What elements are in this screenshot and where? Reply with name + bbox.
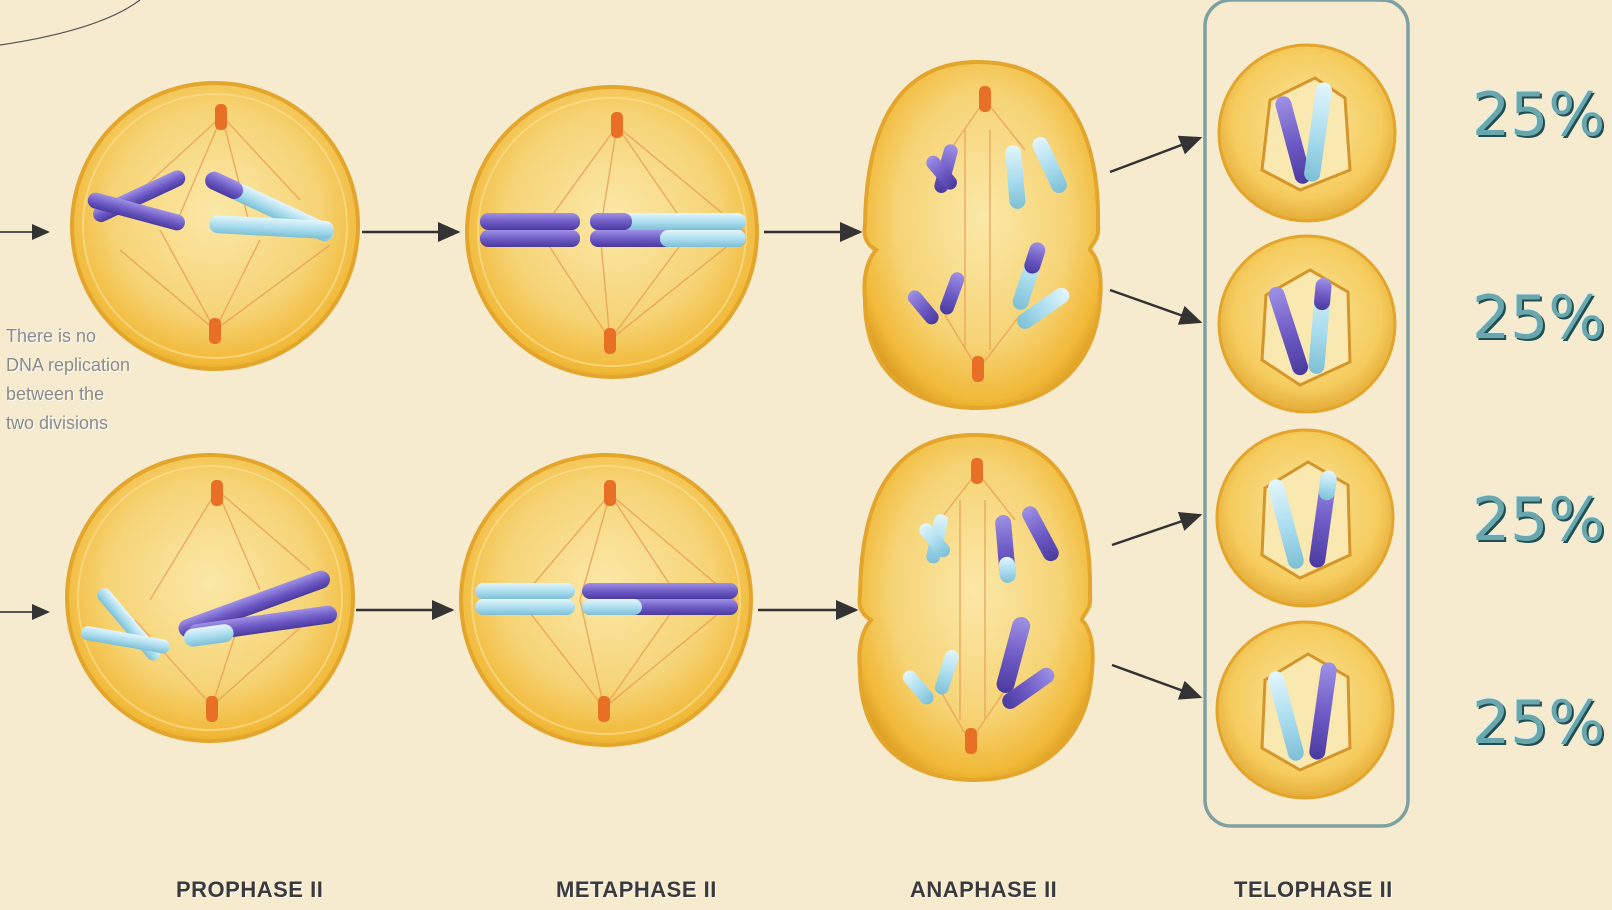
telophase-cell-1: [1219, 45, 1395, 221]
telophase-cell-2: [1219, 236, 1395, 412]
arrows-ana-telo: [1110, 138, 1200, 697]
percentage-1: 25%: [1472, 80, 1605, 150]
metaphase-cell-bottom: [461, 455, 751, 745]
label-telophase-ii: TELOPHASE II: [1234, 877, 1393, 903]
label-metaphase-ii: METAPHASE II: [556, 877, 717, 903]
partial-cell-outline: [0, 0, 140, 45]
label-anaphase-ii: ANAPHASE II: [910, 877, 1057, 903]
telophase-cell-3: [1217, 430, 1393, 606]
telophase-cell-4: [1217, 622, 1393, 798]
anaphase-cell-bottom: [859, 435, 1092, 780]
prophase-cell-bottom: [64, 455, 353, 741]
percentage-2: 25%: [1472, 283, 1605, 353]
percentage-3: 25%: [1472, 485, 1605, 555]
percentage-4: 25%: [1472, 688, 1605, 758]
anaphase-cell-top: [864, 62, 1100, 408]
metaphase-cell-top: [467, 87, 757, 377]
no-replication-note: There is no DNA replication between the …: [6, 322, 131, 438]
label-prophase-ii: PROPHASE II: [176, 877, 323, 903]
